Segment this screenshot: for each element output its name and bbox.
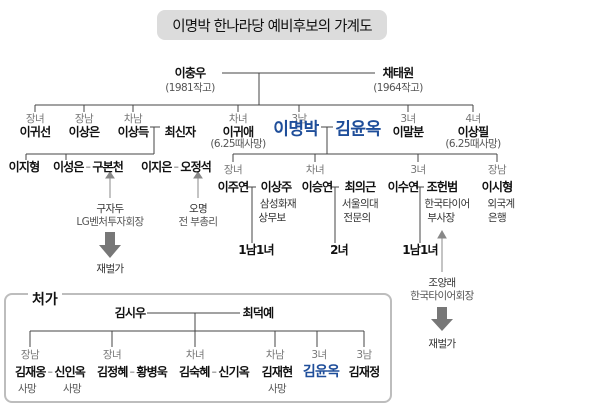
sibling-name: 이상은	[68, 125, 101, 139]
child-spouse: 오정석	[180, 160, 212, 174]
deceased-note: 사망	[62, 382, 82, 395]
deceased-note: 사망	[17, 382, 37, 395]
child-spouse: 이상주	[260, 180, 293, 194]
wife-sibling-spouse: 신기옥	[218, 365, 250, 379]
father-name: 이충우	[174, 66, 207, 80]
arrow-up-icon	[193, 171, 203, 179]
wife-family-title: 처가	[28, 289, 62, 309]
spouse-job: 부사장	[427, 211, 455, 224]
spouse-job: 상무보	[258, 211, 286, 224]
sibling-rank: 장남	[74, 112, 94, 125]
child-rank: 장녀	[223, 163, 243, 176]
deceased-note: 사망	[267, 382, 287, 395]
big-arrow-down-icon	[431, 307, 453, 331]
sibling-name: 이말분	[392, 125, 425, 139]
spouse-job: 전문의	[343, 211, 371, 224]
wife-father-name: 김시우	[114, 306, 147, 320]
grandchildren: 1남1녀	[402, 243, 438, 257]
child-name: 이승연	[301, 180, 334, 194]
inlaw-title: LG벤처투자회장	[76, 215, 144, 228]
couple-row: 이지은 – 오정석	[140, 160, 212, 174]
wife-sibling-name: 김재현	[261, 365, 294, 379]
arrow-up-icon	[105, 171, 115, 179]
wife-sibling-rank: 장녀	[102, 348, 122, 361]
wife-sibling-rank: 장남	[20, 348, 40, 361]
sibling-rank: 3녀	[400, 112, 416, 125]
child-name: 이수연	[387, 180, 420, 194]
grandchildren: 1남1녀	[238, 243, 274, 257]
diagram-title: 이명박 한나라당 예비후보의 가계도	[157, 10, 387, 40]
child-name: 이지형	[8, 160, 41, 174]
inlaw-name: 오명	[188, 202, 208, 215]
wife-sibling-name: 김재옹	[14, 365, 47, 379]
lee-myung-bak-name: 이명박	[273, 119, 319, 140]
child-job: 외국계	[487, 197, 515, 210]
chaebol-label: 재벌가	[96, 262, 124, 275]
child-name: 이시형	[481, 180, 514, 194]
wife-sibling-name: 김재정	[348, 365, 381, 379]
sibling-name: 이상득	[117, 125, 150, 139]
inlaw-name: 구자두	[96, 202, 124, 215]
wife-sibling-rank: 차녀	[185, 348, 205, 361]
wife-sibling-rank: 3녀	[311, 348, 327, 361]
wife-sibling-name: 김정혜	[96, 365, 129, 379]
spouse-job: 삼성화재	[259, 197, 297, 210]
couple-dash: –	[47, 365, 53, 378]
sibling-rank: 3남	[291, 112, 307, 125]
child-name: 이지은	[140, 160, 173, 174]
spouse-job: 한국타이어	[424, 197, 470, 210]
couple-row: 이성은 – 구본천	[52, 160, 124, 174]
sibling-name: 이귀애	[222, 125, 255, 139]
child-rank: 3녀	[410, 163, 426, 176]
wife-mother-name: 최덕예	[242, 306, 275, 320]
child-rank: 장남	[487, 163, 507, 176]
inlaw-title: 한국타이어회장	[410, 289, 474, 302]
couple-dash: –	[85, 160, 91, 173]
child-spouse: 구본천	[92, 160, 124, 174]
arrow-up-icon	[437, 229, 447, 239]
couple-dash: –	[173, 160, 179, 173]
sibling-rank: 차남	[123, 112, 143, 125]
inlaw-title: 전 부총리	[178, 215, 219, 228]
spouse-job: 서울의대	[341, 197, 379, 210]
sibling-spouse: 최신자	[164, 125, 197, 139]
child-rank: 차녀	[305, 163, 325, 176]
big-arrow-down-icon	[99, 232, 121, 258]
child-spouse: 조헌범	[426, 180, 459, 194]
sibling-name: 이상필	[457, 125, 490, 139]
wife-sibling-spouse: 신인옥	[54, 365, 86, 379]
couple-row: 김재옹 – 신인옥	[14, 365, 86, 379]
wife-sibling-spouse: 황병욱	[136, 365, 168, 379]
wife-sibling-name: 김숙혜	[178, 365, 211, 379]
chaebol-label: 재벌가	[428, 337, 456, 350]
inlaw-name: 조양래	[428, 276, 456, 289]
sibling-rank: 4녀	[465, 112, 481, 125]
couple-row: 김정혜 – 황병욱	[96, 365, 168, 379]
sibling-rank: 장녀	[25, 112, 45, 125]
mother-name: 채태원	[382, 66, 415, 80]
child-name: 이주연	[217, 180, 250, 194]
wife-family-box	[4, 293, 392, 403]
kim-yoon-ok-name: 김윤옥	[335, 119, 381, 140]
couple-row: 김숙혜 – 신기옥	[178, 365, 250, 379]
father-note: (1981작고)	[165, 81, 215, 94]
couple-dash: –	[129, 365, 135, 378]
wife-sibling-rank: 3남	[356, 348, 372, 361]
sibling-note: (6.25때사망)	[210, 137, 266, 150]
kim-yoon-ok-name: 김윤옥	[302, 364, 340, 380]
mother-note: (1964작고)	[373, 81, 423, 94]
wife-sibling-rank: 차남	[265, 348, 285, 361]
child-job: 은행	[487, 211, 507, 224]
couple-dash: –	[211, 365, 217, 378]
child-spouse: 최의근	[344, 180, 377, 194]
sibling-name: 이귀선	[19, 125, 52, 139]
sibling-rank: 차녀	[228, 112, 248, 125]
grandchildren: 2녀	[330, 243, 349, 257]
sibling-note: (6.25때사망)	[445, 137, 501, 150]
child-name: 이성은	[52, 160, 85, 174]
